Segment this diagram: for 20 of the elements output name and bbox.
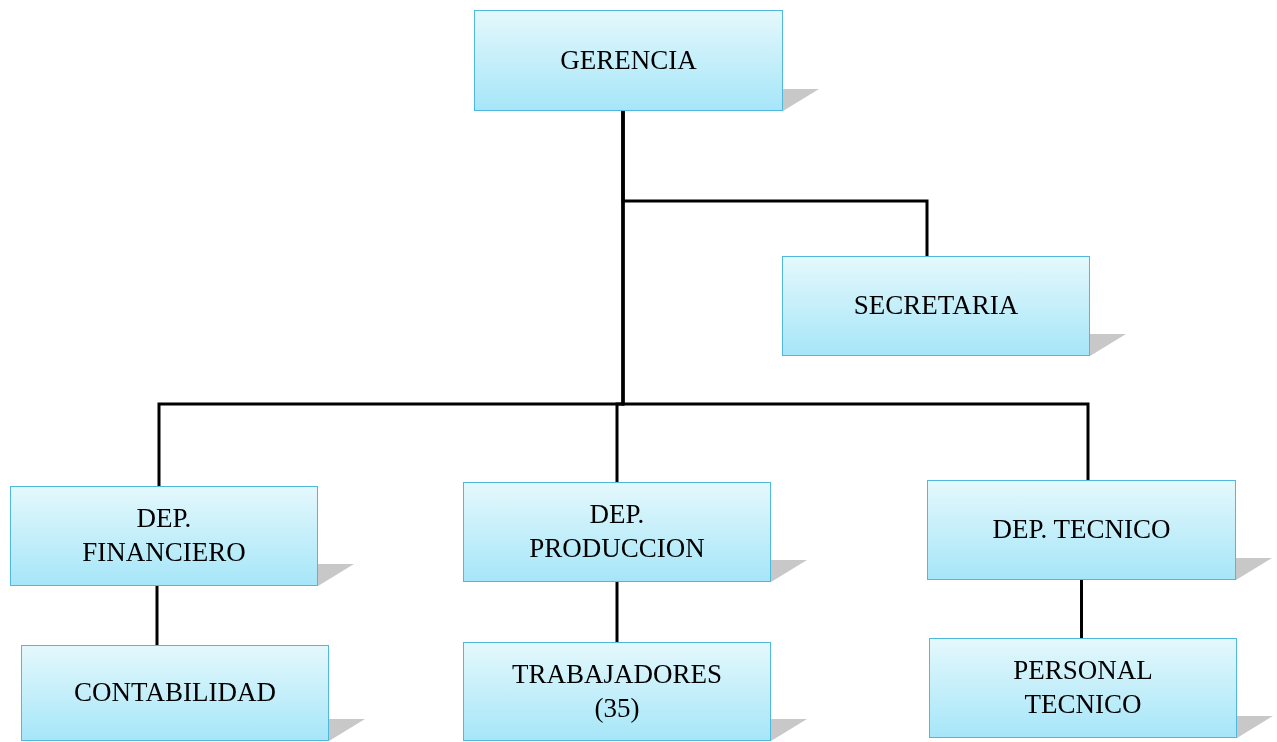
org-box	[782, 256, 1090, 356]
box-label: PERSONAL TECNICO	[1012, 654, 1154, 721]
org-box	[21, 645, 329, 741]
box-label: GERENCIA	[560, 43, 697, 77]
org-box	[463, 482, 771, 582]
org-box	[927, 480, 1236, 580]
connector-line	[615, 582, 619, 642]
connector-line	[1080, 580, 1083, 638]
connector-line	[621, 111, 1090, 480]
org-box	[463, 642, 771, 741]
box-label: CONTABILIDAD	[74, 676, 276, 710]
box-label: DEP. FINANCIERO	[81, 502, 247, 569]
org-box	[929, 638, 1237, 738]
box-label: TRABAJADORES (35)	[512, 657, 722, 725]
box-label: DEP. TECNICO	[992, 513, 1171, 547]
box-label: SECRETARIA	[853, 289, 1019, 323]
box-label: DEP. PRODUCCION	[528, 498, 706, 565]
org-box	[474, 10, 783, 111]
connector-line	[155, 586, 159, 645]
org-box	[10, 486, 318, 586]
